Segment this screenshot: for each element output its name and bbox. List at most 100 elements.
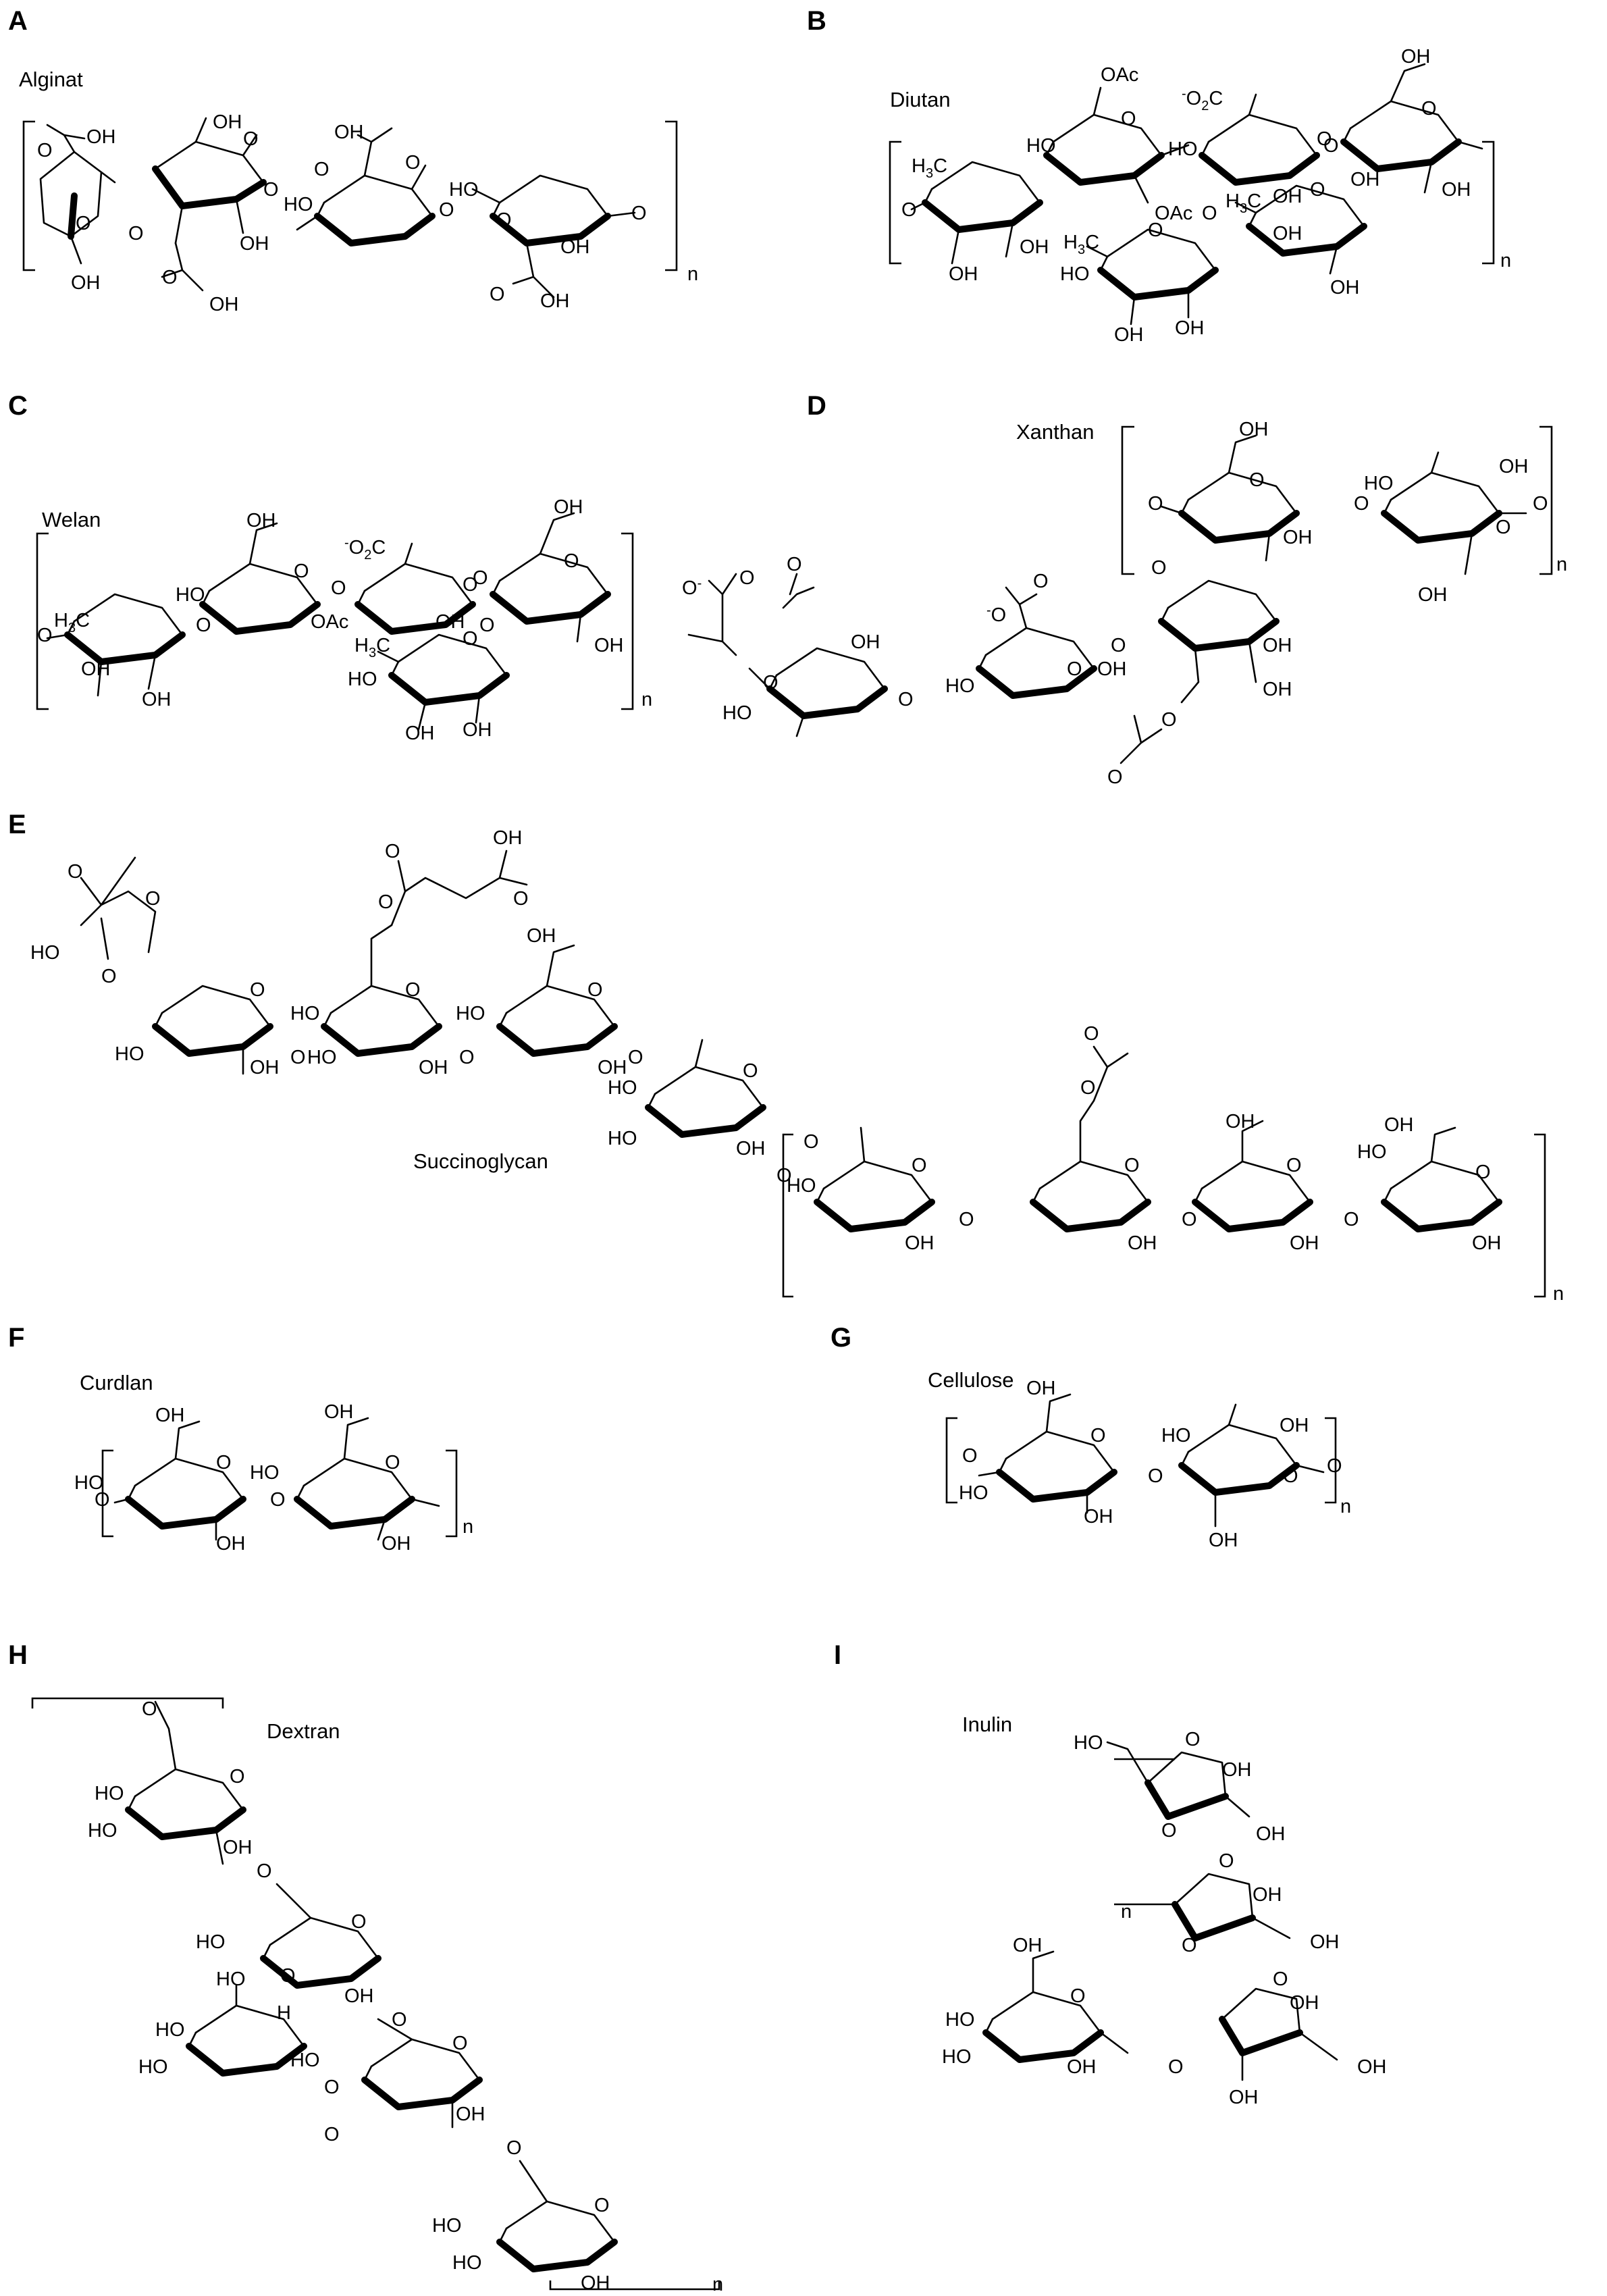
- svg-text:O: O: [439, 199, 454, 221]
- svg-text:O: O: [901, 199, 917, 221]
- panel-letter-a: A: [8, 6, 28, 36]
- bracket-right: [621, 532, 634, 710]
- panel-letter-c: C: [8, 391, 28, 421]
- svg-text:O: O: [1148, 219, 1163, 241]
- svg-text:H3C: H3C: [354, 635, 390, 660]
- bracket-right: [665, 120, 678, 271]
- svg-text:O: O: [1107, 766, 1123, 788]
- svg-text:OH: OH: [560, 236, 590, 258]
- panel-letter-i: I: [834, 1640, 841, 1670]
- svg-text:O: O: [405, 152, 421, 174]
- svg-text:HO: HO: [290, 2050, 320, 2071]
- svg-text:HO: HO: [284, 194, 313, 215]
- svg-text:OH: OH: [905, 1232, 934, 1254]
- svg-text:OH: OH: [240, 233, 269, 255]
- svg-text:O: O: [1354, 493, 1369, 515]
- svg-text:O: O: [962, 1445, 978, 1467]
- repeat-index: n: [1553, 1283, 1564, 1305]
- svg-text:O: O: [1151, 557, 1167, 579]
- svg-text:OH: OH: [1418, 584, 1448, 606]
- svg-text:OH: OH: [1097, 658, 1127, 680]
- svg-text:OH: OH: [1067, 2056, 1097, 2078]
- svg-text:HO: HO: [115, 1043, 144, 1065]
- svg-text:O: O: [1168, 2056, 1184, 2078]
- svg-text:OAc: OAc: [1101, 64, 1138, 86]
- svg-text:OH: OH: [1256, 1823, 1286, 1845]
- svg-text:OH: OH: [1310, 1931, 1340, 1953]
- svg-text:OH: OH: [1222, 1759, 1252, 1781]
- succinoglycan-ring-6: OOH OO O: [1033, 1023, 1197, 1254]
- repeat-brackets: [1114, 1758, 1175, 1906]
- panel-letter-h: H: [8, 1640, 28, 1670]
- svg-text:O: O: [142, 1698, 157, 1720]
- svg-text:-O2C: -O2C: [344, 536, 386, 563]
- bracket-left: [1121, 425, 1134, 575]
- svg-text:O: O: [1249, 469, 1265, 491]
- alginate-ring-3: OHO OHO O: [263, 122, 432, 243]
- svg-text:O: O: [68, 861, 83, 883]
- svg-text:OH: OH: [851, 631, 880, 653]
- svg-text:OH: OH: [1209, 1530, 1238, 1551]
- diutan-glucose-2: OHO OHO: [1323, 46, 1483, 201]
- svg-text:O: O: [452, 2033, 468, 2054]
- panel-title-succinoglycan: Succinoglycan: [413, 1149, 548, 1173]
- svg-text:HO: HO: [449, 179, 479, 201]
- svg-text:HO: HO: [787, 1175, 816, 1197]
- panel-title-dextran: Dextran: [267, 1719, 340, 1743]
- svg-text:O: O: [594, 2195, 610, 2216]
- svg-text:HO: HO: [1168, 138, 1198, 160]
- dextran-ring-3: OO OOH O: [324, 2018, 522, 2159]
- svg-text:O-: O-: [682, 576, 702, 599]
- panel-title-xanthan: Xanthan: [1016, 420, 1095, 444]
- svg-text:O: O: [314, 159, 330, 180]
- xanthan-acetyl: O: [1107, 714, 1163, 788]
- svg-text:O: O: [37, 140, 53, 161]
- svg-text:OH: OH: [71, 272, 101, 294]
- svg-text:O: O: [776, 1165, 792, 1186]
- svg-text:O: O: [1161, 1820, 1177, 1842]
- succinoglycan-pyruvyl: OHO OO: [30, 856, 161, 987]
- svg-text:HO: HO: [942, 2046, 972, 2068]
- dextran-ring-1: OHO HOO OHO: [88, 1698, 272, 1882]
- svg-text:O: O: [324, 2077, 340, 2098]
- svg-text:O: O: [587, 979, 603, 1001]
- svg-text:O: O: [128, 223, 144, 244]
- svg-text:HO: HO: [1026, 135, 1056, 157]
- svg-text:OH: OH: [736, 1138, 766, 1159]
- svg-text:O: O: [331, 577, 346, 599]
- svg-text:O: O: [739, 567, 755, 589]
- svg-text:H: H: [277, 2002, 291, 2024]
- svg-text:OH: OH: [381, 1533, 411, 1555]
- svg-text:O: O: [250, 979, 265, 1001]
- svg-text:O: O: [1084, 1023, 1099, 1045]
- xanthan-mannose-1: OOH OHO: [1151, 557, 1292, 731]
- svg-text:HO: HO: [138, 2056, 168, 2078]
- svg-text:O: O: [405, 979, 421, 1001]
- svg-text:OH: OH: [86, 126, 116, 148]
- svg-text:O: O: [385, 841, 400, 862]
- succinoglycan-ring-5: HOO OOH O: [776, 1126, 974, 1254]
- svg-text:OH: OH: [949, 263, 978, 285]
- svg-text:O: O: [95, 1489, 110, 1511]
- svg-text:OH: OH: [419, 1057, 448, 1078]
- svg-text:O: O: [506, 2137, 522, 2159]
- svg-text:HO: HO: [30, 942, 60, 964]
- svg-text:OH: OH: [1114, 324, 1144, 346]
- svg-text:HO: HO: [608, 1077, 637, 1099]
- svg-text:O: O: [898, 689, 914, 710]
- panel-letter-b: B: [807, 6, 826, 36]
- svg-text:O: O: [479, 615, 495, 636]
